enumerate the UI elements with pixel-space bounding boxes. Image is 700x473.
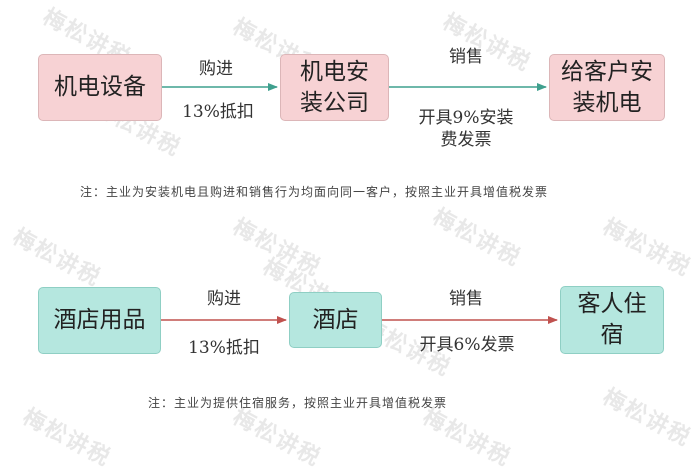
flow2-edge1-bottom-label: 13%抵扣	[188, 338, 260, 358]
flow1-node-equipment: 机电设备	[38, 54, 162, 121]
flow1-edge2-top-label: 销售	[449, 47, 483, 67]
flow2-node-hotel-supplies: 酒店用品	[38, 287, 161, 354]
flow2-edge1-top-label: 购进	[207, 289, 241, 309]
flow2-node-guest-stay-line1: 客人住	[577, 291, 647, 317]
flow2-node-guest-stay: 客人住 宿	[560, 286, 664, 354]
flow1-node-customer-install-line1: 给客户安	[561, 58, 653, 85]
flow1-node-install-company: 机电安 装公司	[280, 54, 389, 121]
flow1-node-install-company-line1: 机电安	[300, 58, 369, 85]
flow1-edge1-top-label: 购进	[199, 59, 233, 79]
flow1-node-install-company-line2: 装公司	[300, 89, 369, 116]
flow1-note: 注：主业为安装机电且购进和销售行为均面向同一客户，按照主业开具增值税发票	[80, 185, 549, 199]
flow2-edge2-bottom-label: 开具6%发票	[419, 335, 515, 355]
flow1-node-equipment-label: 机电设备	[54, 74, 146, 100]
flow1-node-customer-install-line2: 装机电	[572, 89, 642, 116]
flow1-edge2-bottom-line1: 开具9%安装	[418, 108, 514, 128]
flow1-edge2-bottom-line2: 费发票	[440, 130, 492, 150]
flow2-note: 注：主业为提供住宿服务，按照主业开具增值税发票	[148, 396, 448, 410]
flow1-edge2-bottom-label: 开具9%安装 费发票	[404, 107, 528, 151]
flow2-node-hotel: 酒店	[289, 292, 382, 348]
flow2-node-hotel-supplies-label: 酒店用品	[53, 307, 146, 333]
flow2-edge2-top-label: 销售	[449, 289, 483, 309]
flow1-node-customer-install: 给客户安 装机电	[549, 54, 665, 121]
flow2-node-guest-stay-line2: 宿	[600, 322, 624, 348]
flow1-edge1-bottom-label: 13%抵扣	[182, 102, 254, 122]
flow2-node-hotel-label: 酒店	[312, 306, 359, 333]
